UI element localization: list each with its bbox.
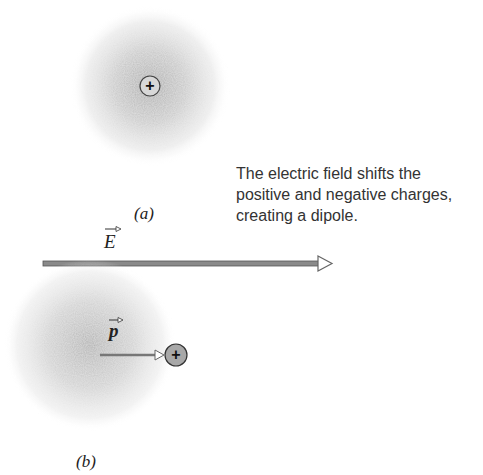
electron-cloud bbox=[70, 6, 230, 166]
panel-label: (a) bbox=[134, 204, 154, 224]
field-symbol: E bbox=[104, 231, 116, 253]
dipole-arrow bbox=[100, 350, 164, 360]
vector-mark bbox=[105, 227, 121, 232]
dipole-symbol: p bbox=[109, 320, 119, 342]
nucleus bbox=[165, 344, 187, 366]
charge-sign: + bbox=[140, 76, 160, 96]
charge-sign: + bbox=[166, 345, 186, 365]
panel-label: (b) bbox=[76, 452, 96, 472]
electron-cloud bbox=[4, 259, 176, 431]
caption-note: The electric field shifts the positive a… bbox=[236, 164, 478, 226]
nucleus bbox=[140, 76, 160, 96]
